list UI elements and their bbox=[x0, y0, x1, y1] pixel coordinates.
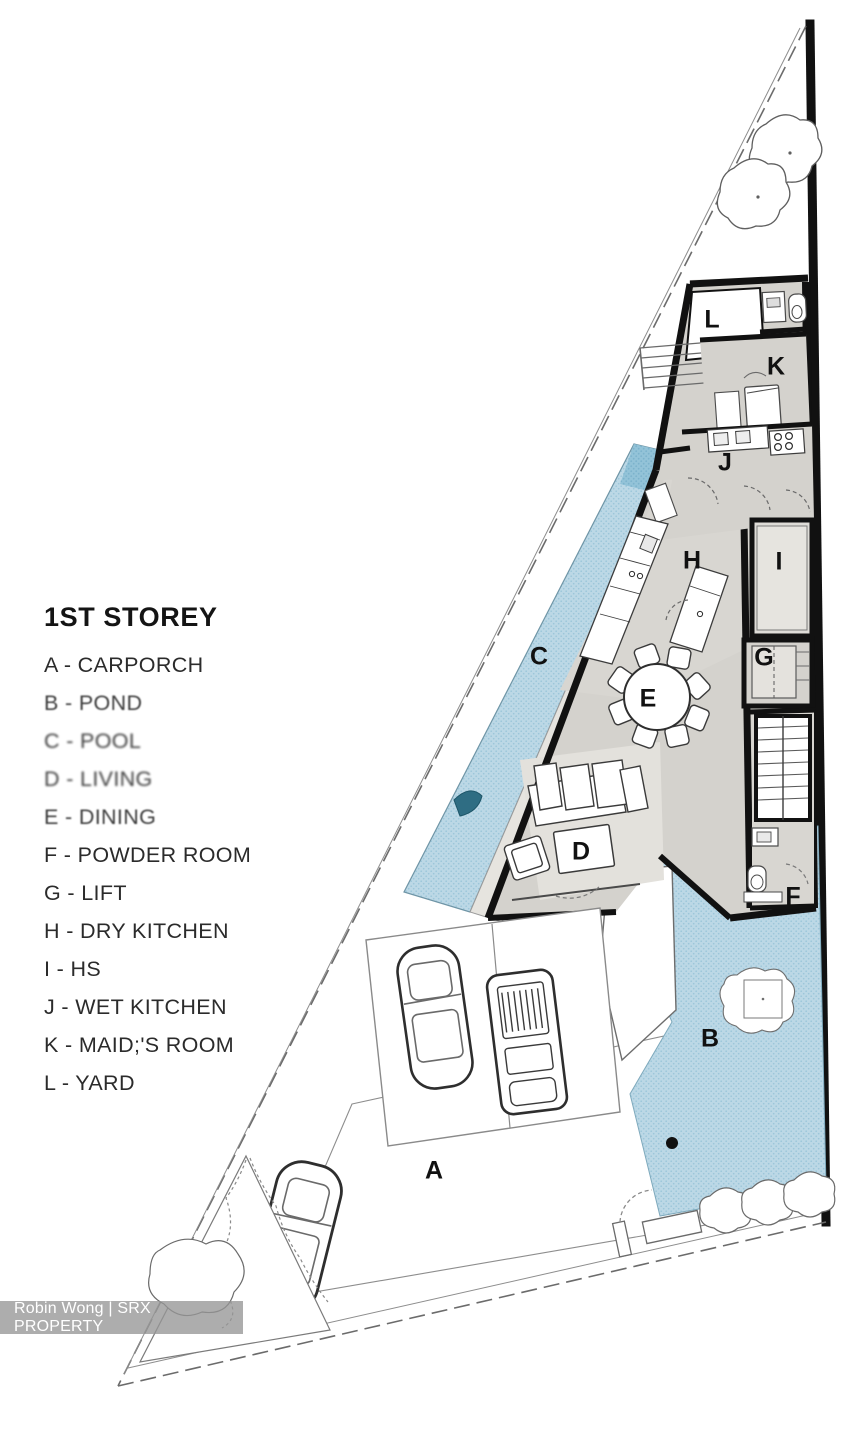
dry-kitchen-counter-run bbox=[579, 515, 669, 665]
pond-island-planter bbox=[719, 967, 796, 1034]
legend-item-a: A - CARPORCH bbox=[44, 653, 204, 677]
legend-item-d: D - LIVING bbox=[44, 767, 153, 791]
room-marker-a: A bbox=[425, 1157, 443, 1185]
watermark: Robin Wong | SRX PROPERTY bbox=[0, 1299, 243, 1335]
dining-table-set-E bbox=[607, 643, 711, 749]
dry-kitchen-island bbox=[669, 565, 729, 653]
legend-list: A - CARPORCH B - POND C - POOL D - LIVING E … bbox=[44, 653, 344, 1095]
site-west-boundary-line bbox=[117, 25, 807, 1387]
site-south-boundary-line bbox=[117, 1221, 827, 1387]
legend-item-h: H - DRY KITCHEN bbox=[44, 919, 229, 943]
powder-room-wc bbox=[747, 865, 767, 893]
site-west-boundary-offset bbox=[123, 27, 801, 1375]
main-staircase bbox=[754, 714, 812, 822]
living-sliding-door bbox=[511, 883, 641, 901]
living-coffee-table bbox=[552, 823, 616, 875]
living-armchair bbox=[503, 835, 551, 881]
shrub-row-south bbox=[699, 1171, 836, 1234]
site-reference-point bbox=[666, 1137, 678, 1149]
room-marker-b: B bbox=[701, 1025, 719, 1053]
wet-kitchen-counter bbox=[706, 425, 770, 453]
tree-canopy-2 bbox=[716, 158, 791, 230]
room-H-dry-kitchen bbox=[579, 515, 729, 665]
room-marker-f: F bbox=[785, 883, 800, 911]
legend-item-k: K - MAID;'S ROOM bbox=[44, 1033, 235, 1057]
room-F-powder-room bbox=[743, 707, 817, 911]
legend-item-j: J - WET KITCHEN bbox=[44, 995, 227, 1019]
room-G-lift bbox=[741, 637, 815, 709]
room-I-hs bbox=[749, 517, 815, 639]
wet-kitchen-door-swing bbox=[687, 477, 719, 505]
legend-item-f: F - POWDER ROOM bbox=[44, 843, 252, 867]
legend-item-l: L - YARD bbox=[44, 1071, 135, 1095]
dry-kitchen-door-swing bbox=[665, 599, 689, 621]
living-furniture-D bbox=[503, 759, 649, 901]
room-marker-i: I bbox=[776, 548, 783, 576]
room-marker-c: C bbox=[530, 643, 548, 671]
room-marker-l: L bbox=[704, 306, 719, 334]
room-marker-e: E bbox=[640, 685, 657, 713]
room-J-wet-kitchen bbox=[644, 421, 814, 540]
legend-item-i: I - HS bbox=[44, 957, 102, 981]
room-marker-g: G bbox=[754, 644, 773, 672]
wet-kitchen-hob bbox=[768, 428, 806, 456]
legend-item-g: G - LIFT bbox=[44, 881, 127, 905]
legend-item-c: C - POOL bbox=[44, 729, 142, 753]
living-sofa bbox=[527, 759, 649, 827]
legend-item-b: B - POND bbox=[44, 691, 143, 715]
legend-item-e: E - DINING bbox=[44, 805, 157, 829]
site-east-boundary-wall bbox=[805, 19, 831, 1227]
watermark-text: Robin Wong | SRX PROPERTY bbox=[14, 1299, 151, 1335]
legend-title: 1ST STOREY bbox=[44, 602, 218, 632]
dining-table bbox=[623, 663, 691, 731]
room-marker-k: K bbox=[767, 353, 785, 381]
room-marker-j: J bbox=[718, 449, 732, 477]
yard-bathroom-fixtures bbox=[759, 290, 807, 335]
room-marker-d: D bbox=[572, 838, 590, 866]
room-letter-markers: A B C D E F G H I J K L bbox=[425, 306, 801, 1185]
room-marker-h: H bbox=[683, 547, 701, 575]
carporch-A bbox=[365, 907, 621, 1147]
legend-panel: 1ST STOREY A - CARPORCH B - POND C - POOL D… bbox=[44, 604, 344, 1111]
entrance-gate bbox=[611, 1189, 703, 1258]
room-K-maids-room bbox=[699, 331, 811, 443]
